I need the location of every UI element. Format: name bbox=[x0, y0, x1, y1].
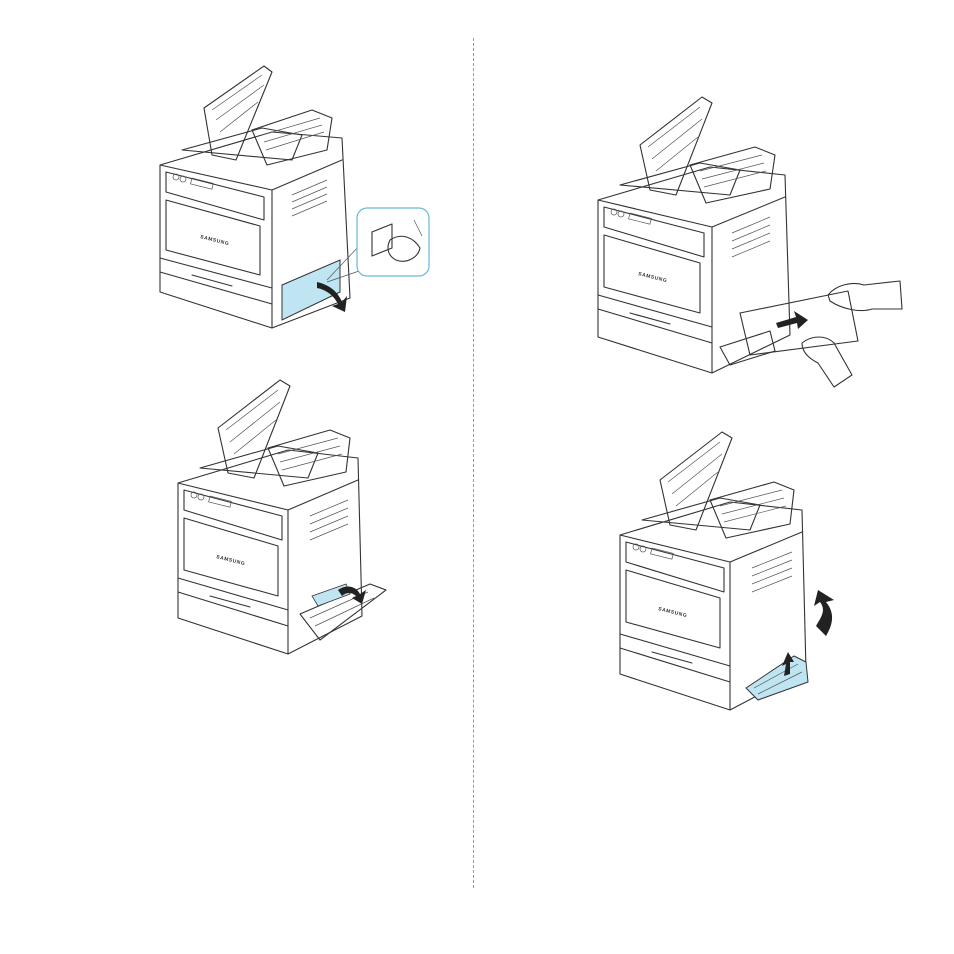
brand-label: SAMSUNG bbox=[658, 606, 688, 619]
brand-label: SAMSUNG bbox=[200, 234, 230, 247]
column-divider bbox=[473, 38, 474, 888]
printer-illustration-step4: SAMSUNG bbox=[612, 430, 862, 715]
printer-illustration-step3: SAMSUNG bbox=[170, 378, 400, 660]
brand-label: SAMSUNG bbox=[216, 554, 246, 567]
brand-label: SAMSUNG bbox=[638, 271, 668, 284]
hand-pull-callout bbox=[327, 208, 429, 282]
printer-illustration-step1: SAMSUNG bbox=[152, 60, 442, 335]
printer-illustration-step2: SAMSUNG bbox=[590, 95, 910, 395]
jammed-paper bbox=[740, 291, 858, 355]
